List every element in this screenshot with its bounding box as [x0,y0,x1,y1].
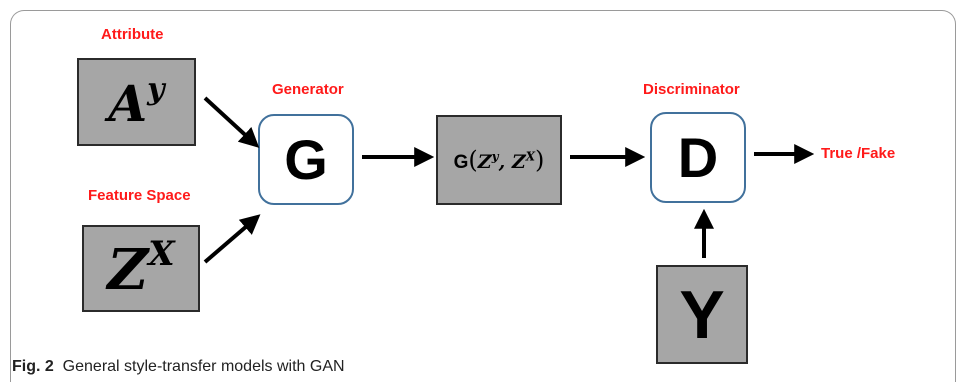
arrow-attribute-to-generator [203,96,260,148]
label-attribute: Attribute [101,26,164,43]
feature-space-box: ZX [82,225,200,312]
arrow-feature-to-generator [203,214,261,264]
label-output: True /Fake [821,145,896,162]
label-generator: Generator [272,81,344,98]
generator-node: G [258,114,354,205]
label-discriminator: Discriminator [643,81,740,98]
real-symbol: Y [679,276,725,353]
generator-output-expression: G(Zy, ZX) [453,146,545,174]
figure-frame [10,10,956,382]
caption-text: General style-transfer models with GAN [62,358,345,375]
discriminator-node: D [650,112,746,203]
generator-output-box: G(Zy, ZX) [436,115,562,205]
attribute-box: Ay [77,58,196,146]
caption-fig-label: Fig. 2 [12,358,54,375]
feature-symbol: ZX [107,234,175,303]
attribute-symbol: Ay [108,71,165,133]
figure-caption: Fig. 2 General style-transfer models wit… [12,358,345,376]
real-sample-box: Y [656,265,748,364]
label-feature-space: Feature Space [88,187,191,204]
